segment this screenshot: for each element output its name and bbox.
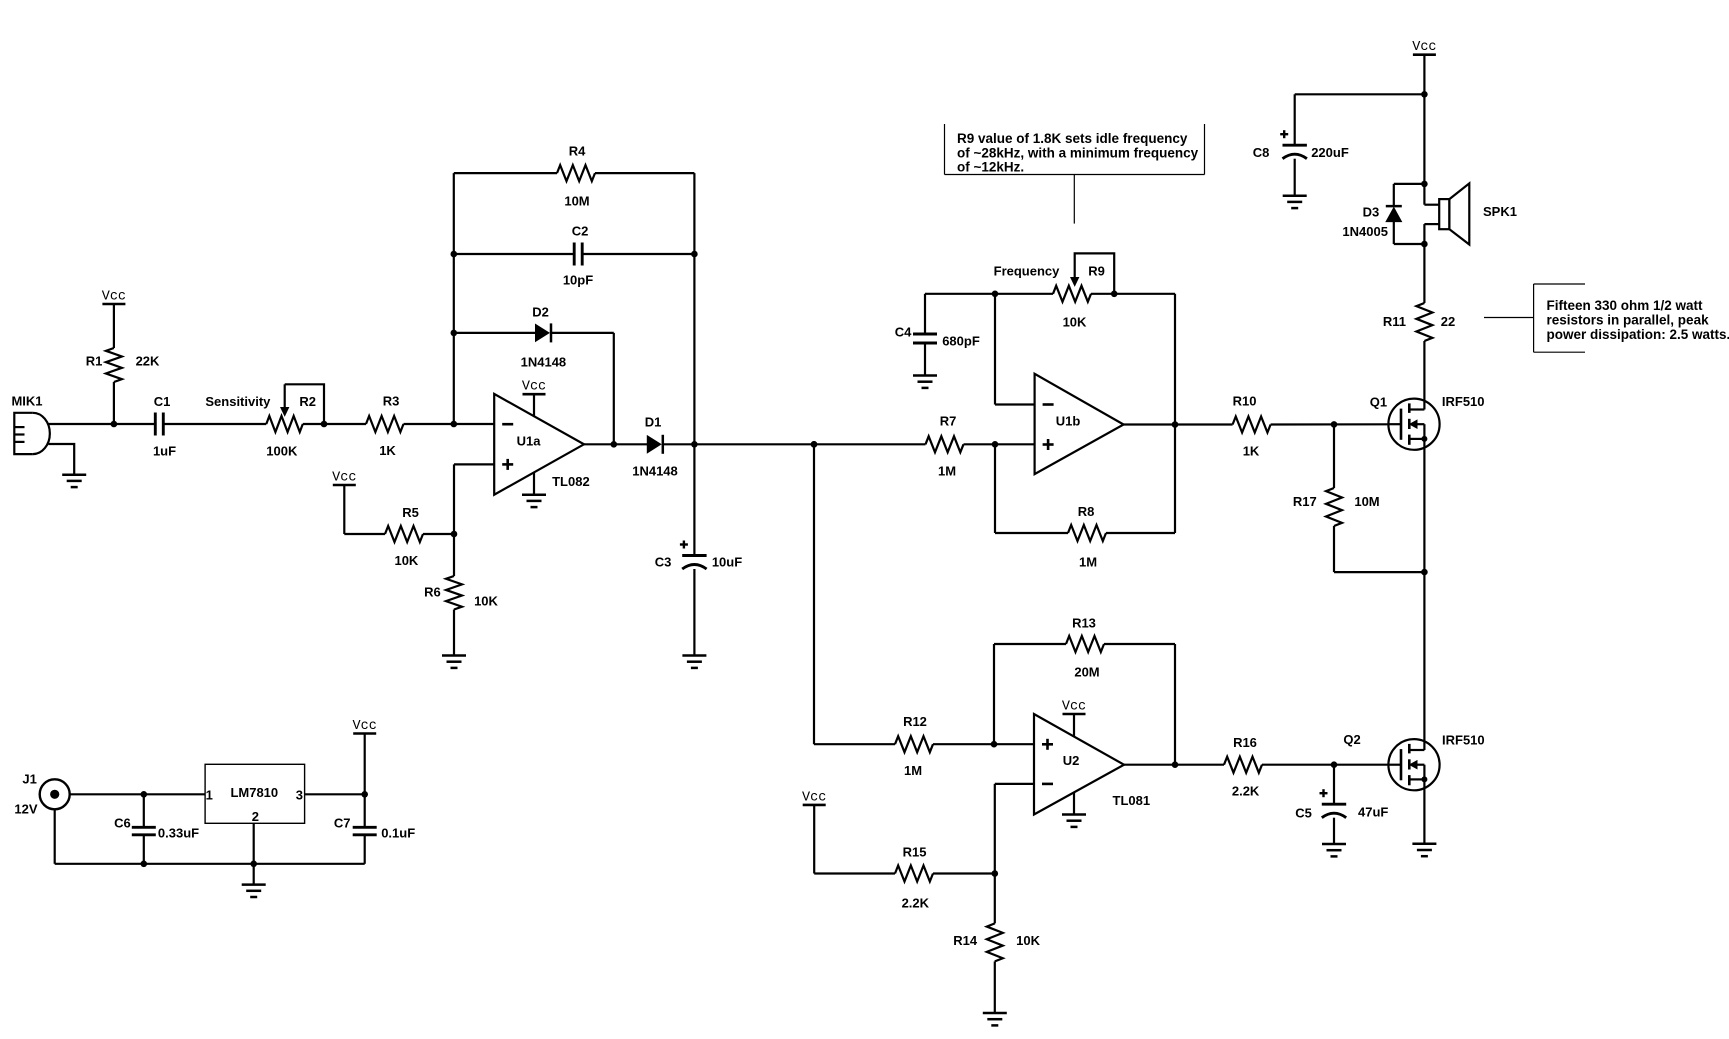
- svg-text:1M: 1M: [1079, 555, 1097, 570]
- svg-text:R17: R17: [1293, 494, 1317, 509]
- svg-text:R8: R8: [1078, 504, 1095, 519]
- svg-text:100K: 100K: [266, 444, 298, 459]
- svg-text:TL081: TL081: [1113, 793, 1151, 808]
- svg-text:C8: C8: [1253, 145, 1270, 160]
- svg-text:resistors in parallel, peak: resistors in parallel, peak: [1547, 313, 1710, 328]
- svg-text:TL082: TL082: [552, 474, 590, 489]
- svg-text:of ~28kHz, with a minimum freq: of ~28kHz, with a minimum frequency: [957, 145, 1199, 160]
- svg-text:10K: 10K: [474, 594, 498, 609]
- svg-text:22K: 22K: [136, 354, 160, 369]
- svg-text:C3: C3: [655, 555, 672, 570]
- svg-text:Frequency: Frequency: [994, 264, 1061, 279]
- svg-text:20M: 20M: [1074, 665, 1099, 680]
- svg-text:R9: R9: [1088, 264, 1105, 279]
- svg-text:C4: C4: [895, 325, 912, 340]
- svg-text:SPK1: SPK1: [1483, 204, 1517, 219]
- svg-text:Sensitivity: Sensitivity: [205, 394, 271, 409]
- svg-text:R13: R13: [1072, 616, 1096, 631]
- svg-text:1K: 1K: [1243, 444, 1260, 459]
- svg-text:0.1uF: 0.1uF: [381, 826, 415, 841]
- svg-text:R7: R7: [940, 414, 957, 429]
- svg-text:2.2K: 2.2K: [1232, 784, 1260, 799]
- svg-text:R3: R3: [383, 393, 400, 408]
- svg-text:J1: J1: [22, 772, 36, 787]
- svg-text:1uF: 1uF: [153, 444, 176, 459]
- svg-text:C2: C2: [572, 224, 589, 239]
- svg-text:D2: D2: [532, 304, 549, 319]
- svg-text:of ~12kHz.: of ~12kHz.: [957, 160, 1024, 175]
- svg-text:680pF: 680pF: [942, 334, 980, 349]
- svg-text:Vcc: Vcc: [1062, 700, 1086, 715]
- svg-text:1N4148: 1N4148: [632, 464, 678, 479]
- svg-text:Vcc: Vcc: [332, 471, 356, 486]
- svg-text:2.2K: 2.2K: [902, 895, 930, 910]
- svg-text:10pF: 10pF: [563, 273, 593, 288]
- svg-text:10K: 10K: [1063, 315, 1087, 330]
- svg-text:IRF510: IRF510: [1442, 733, 1485, 748]
- svg-text:10K: 10K: [394, 553, 418, 568]
- svg-text:U1a: U1a: [517, 433, 542, 448]
- svg-text:Vcc: Vcc: [522, 380, 546, 395]
- svg-text:R5: R5: [402, 505, 419, 520]
- svg-text:R1: R1: [86, 354, 103, 369]
- svg-text:1N4005: 1N4005: [1342, 224, 1388, 239]
- svg-text:1N4148: 1N4148: [521, 354, 567, 369]
- svg-text:C5: C5: [1295, 806, 1312, 821]
- svg-text:Vcc: Vcc: [802, 790, 826, 805]
- svg-text:MIK1: MIK1: [11, 394, 42, 409]
- svg-text:1: 1: [206, 788, 213, 803]
- svg-text:R10: R10: [1233, 394, 1257, 409]
- svg-text:R9 value of 1.8K sets idle fre: R9 value of 1.8K sets idle frequency: [957, 131, 1188, 146]
- svg-text:0.33uF: 0.33uF: [158, 826, 199, 841]
- svg-text:1M: 1M: [904, 763, 922, 778]
- svg-text:Q1: Q1: [1370, 395, 1387, 410]
- svg-text:D1: D1: [645, 414, 662, 429]
- svg-text:Q2: Q2: [1343, 732, 1360, 747]
- svg-text:D3: D3: [1363, 205, 1380, 220]
- svg-text:C1: C1: [154, 394, 171, 409]
- svg-text:R15: R15: [903, 844, 927, 859]
- svg-text:R2: R2: [299, 394, 316, 409]
- svg-text:Vcc: Vcc: [353, 719, 377, 734]
- svg-text:LM7810: LM7810: [230, 785, 278, 800]
- svg-text:10uF: 10uF: [712, 555, 742, 570]
- svg-text:R6: R6: [424, 585, 441, 600]
- svg-text:R12: R12: [903, 714, 927, 729]
- svg-text:R11: R11: [1383, 314, 1406, 329]
- svg-text:R14: R14: [953, 933, 978, 948]
- svg-text:47uF: 47uF: [1358, 804, 1388, 819]
- svg-text:C6: C6: [114, 815, 131, 830]
- svg-text:10M: 10M: [1354, 494, 1379, 509]
- svg-text:1M: 1M: [938, 464, 956, 479]
- svg-text:IRF510: IRF510: [1442, 394, 1485, 409]
- svg-text:10M: 10M: [564, 194, 589, 209]
- svg-text:C7: C7: [334, 815, 351, 830]
- svg-text:U1b: U1b: [1056, 414, 1081, 429]
- svg-text:R16: R16: [1233, 735, 1257, 750]
- svg-text:10K: 10K: [1016, 933, 1040, 948]
- svg-text:1K: 1K: [379, 443, 396, 458]
- svg-text:Vcc: Vcc: [1412, 40, 1436, 55]
- svg-text:U2: U2: [1063, 753, 1080, 768]
- svg-text:Fifteen 330 ohm 1/2 watt: Fifteen 330 ohm 1/2 watt: [1547, 298, 1704, 313]
- svg-text:Vcc: Vcc: [102, 290, 126, 305]
- svg-text:3: 3: [296, 788, 303, 803]
- svg-text:power dissipation: 2.5 watts.: power dissipation: 2.5 watts.: [1547, 327, 1729, 342]
- svg-text:2: 2: [252, 809, 259, 824]
- svg-text:220uF: 220uF: [1311, 145, 1349, 160]
- svg-text:22: 22: [1441, 314, 1455, 329]
- svg-text:R4: R4: [569, 144, 586, 159]
- svg-text:12V: 12V: [14, 801, 37, 816]
